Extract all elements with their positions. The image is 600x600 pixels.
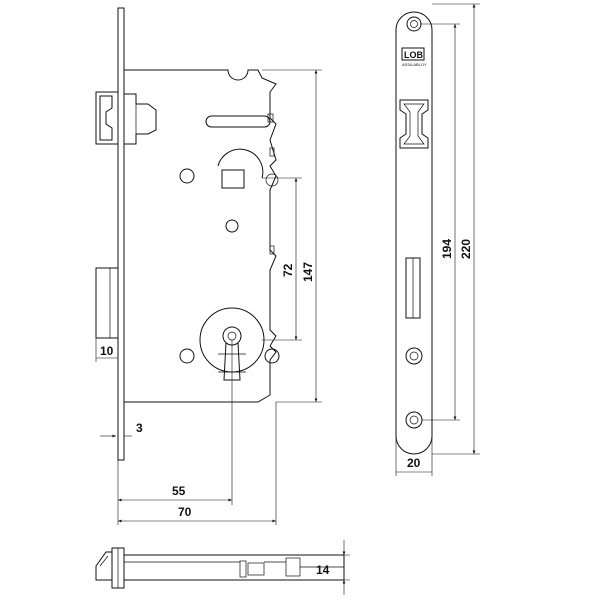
dim-194: 194 bbox=[440, 239, 454, 259]
guide-slot bbox=[205, 115, 271, 128]
brand-logo-text: LOB bbox=[404, 50, 423, 60]
lock-side-view bbox=[95, 7, 280, 505]
faceplate-outline bbox=[395, 11, 433, 455]
deadbolt bbox=[95, 267, 119, 339]
dim-220: 220 bbox=[459, 239, 473, 259]
lock-case bbox=[124, 69, 277, 403]
latch-opening bbox=[399, 99, 429, 149]
case-hole-3 bbox=[179, 348, 195, 364]
dim-20: 20 bbox=[407, 456, 421, 470]
screw-hole-top bbox=[406, 16, 422, 32]
case-hole-1 bbox=[179, 168, 195, 184]
screw-hole-bottom bbox=[405, 411, 423, 429]
dim-3: 3 bbox=[136, 421, 143, 435]
screw-hole-middle bbox=[405, 347, 423, 365]
latch-bolt bbox=[95, 91, 157, 145]
dim-70: 70 bbox=[178, 505, 192, 519]
dim-147: 147 bbox=[301, 262, 315, 282]
front-dimensions: 194 220 20 bbox=[395, 3, 480, 476]
brand-logo: LOB ASSA ABLOY bbox=[401, 47, 427, 67]
handle-follower bbox=[217, 148, 279, 189]
top-body bbox=[123, 554, 345, 581]
lock-top-view: 14 bbox=[95, 540, 350, 595]
faceplate-edge bbox=[117, 7, 125, 461]
dim-72: 72 bbox=[281, 263, 295, 277]
faceplate-front-view: LOB ASSA ABLOY bbox=[395, 11, 433, 455]
brand-subtitle: ASSA ABLOY bbox=[402, 62, 427, 67]
dim-55: 55 bbox=[172, 484, 186, 498]
side-dimensions: 10 3 55 70 72 147 bbox=[95, 69, 322, 525]
case-hole-2 bbox=[225, 219, 239, 233]
dim-14: 14 bbox=[316, 563, 330, 577]
case-hole-4 bbox=[264, 348, 280, 364]
dim-10: 10 bbox=[100, 344, 114, 358]
top-latch-head bbox=[95, 551, 113, 581]
